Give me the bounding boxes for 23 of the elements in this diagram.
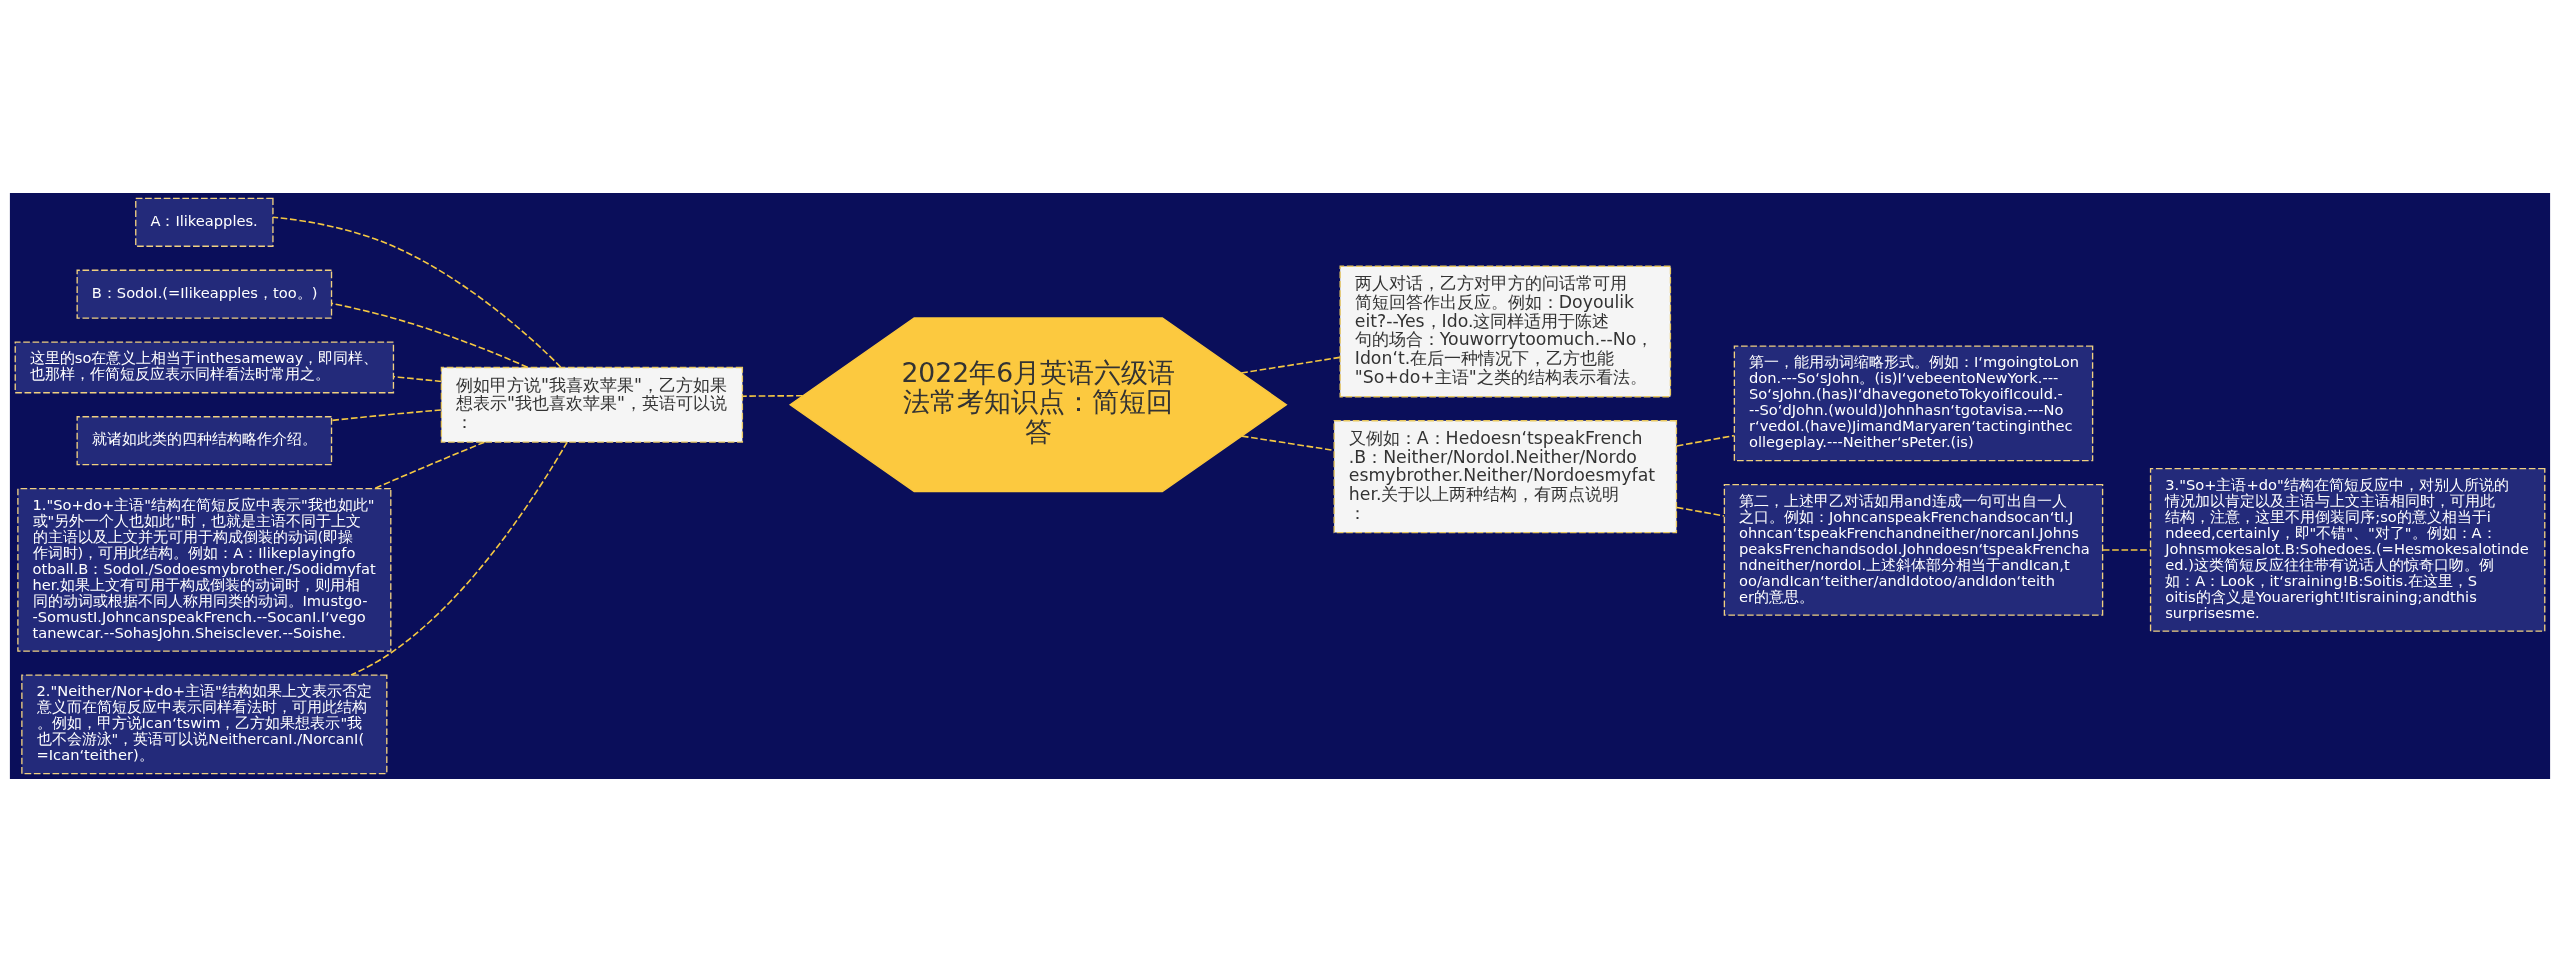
node-box: B：SodoI.(=Ilikeapples，too。) (76, 269, 333, 319)
node-box: 第一，能用动词缩略形式。例如：I‘mgoingtoLondon.---So‘sJohn。(is)I‘vebeentoNewYork.---So‘sJohn.(has)I‘dhavegonetoTokyoifIcould.---So‘dJohn.(would)Johnhasn‘tgotavisa.---Nor‘vedoI.(have)JimandMaryaren‘tactinginthecollegeplay.---Neither‘sPeter.(is) (1733, 345, 2094, 461)
node-box: 第二，上述甲乙对话如用and连成一句可出自一人之口。例如：JohncanspeakFrenchandsocan‘tI.Johncan‘tspeakFrenchandneither/norcanI.JohnspeaksFrenchandsodoI.Johndoesn‘tspeakFrenchandneither/nordoI.上述斜体部分相当于andIcan,too/andIcan‘teither/andIdotoo/andIdon‘teither的意思。 (1723, 483, 2104, 616)
connector (272, 215, 562, 368)
connector (330, 302, 529, 368)
node-box: 3."So+主语+do"结构在简短反应中，对别人所说的情况加以肯定以及主语与上文主语相同时，可用此结构，注意，这里不用倒装同序;so的意义相当于indeed,certainly，即"不错"、"对了"。例如：A：Johnsmokesalot.B:Sohedoes.(=Hesmokesalotindeed.)这类简短反应往往带有说话人的惊奇口吻。例如：A：Look，it‘sraining!B:Soitis.在这里，Soitis的含义是Youareright!Itisraining;andthissurprisesme. (2149, 467, 2546, 632)
node-box: 又例如：A：Hedoesn‘tspeakFrench.B：Neither/NordoI.Neither/Nordoesmybrother.Neither/Nordoesmyfather.关于以上两种结构，有两点说明： (1333, 419, 1678, 533)
connector (373, 440, 486, 489)
node-box: 两人对话，乙方对甲方的问话常可用简短回答作出反应。例如：Doyoulikeit?--Yes，Ido.这同样适用于陈述句的场合：Youworrytoomuch.--No，Idon‘t.在后一种情况下，乙方也能"So+do+主语"之类的结构表示看法。 (1339, 265, 1672, 397)
node-box: A：Ilikeapples. (135, 197, 274, 247)
connector (1241, 434, 1335, 451)
connector (1676, 506, 1725, 517)
connector (392, 375, 443, 382)
node-box: 例如甲方说"我喜欢苹果"，乙方如果想表示"我也喜欢苹果"，英语可以说： (440, 366, 744, 443)
node-box: 这里的so在意义上相当于inthesameway，即同样、也那样，作简短反应表示同样看法时常用之。 (14, 341, 395, 393)
connector (1676, 434, 1735, 447)
connector (330, 408, 442, 421)
node-box: 2."Neither/Nor+do+主语"结构如果上文表示否定意义而在简短反应中表示同样看法时，可用此结构。例如，甲方说Ican‘tswim，乙方如果想表示"我也不会游泳"，英语可以说NeithercanI./NorcanI(=Ican‘teither)。 (21, 673, 388, 774)
node-box: 1."So+do+主语"结构在简短反应中表示"我也如此"或"另外一个人也如此"时，也就是主语不同于上文的主语以及上文并无可用于构成倒装的动词(即操作词时)，可用此结构。例如：A：Ilikeplayingfootball.B：SodoI./Sodoesmybrother./Sodidmyfather.如果上文有可用于构成倒装的动词时，则用相同的动词或根据不同人称用同类的动词。Imustgo--SomustI.JohncanspeakFrench.--SocanI.I‘vegotanewcar.--SohasJohn.Sheisclever.--Soishe. (17, 487, 392, 652)
node-box: 就诸如此类的四种结构略作介绍。 (76, 415, 333, 465)
connector (2102, 548, 2152, 551)
connector (742, 394, 804, 397)
connector (1240, 356, 1341, 374)
